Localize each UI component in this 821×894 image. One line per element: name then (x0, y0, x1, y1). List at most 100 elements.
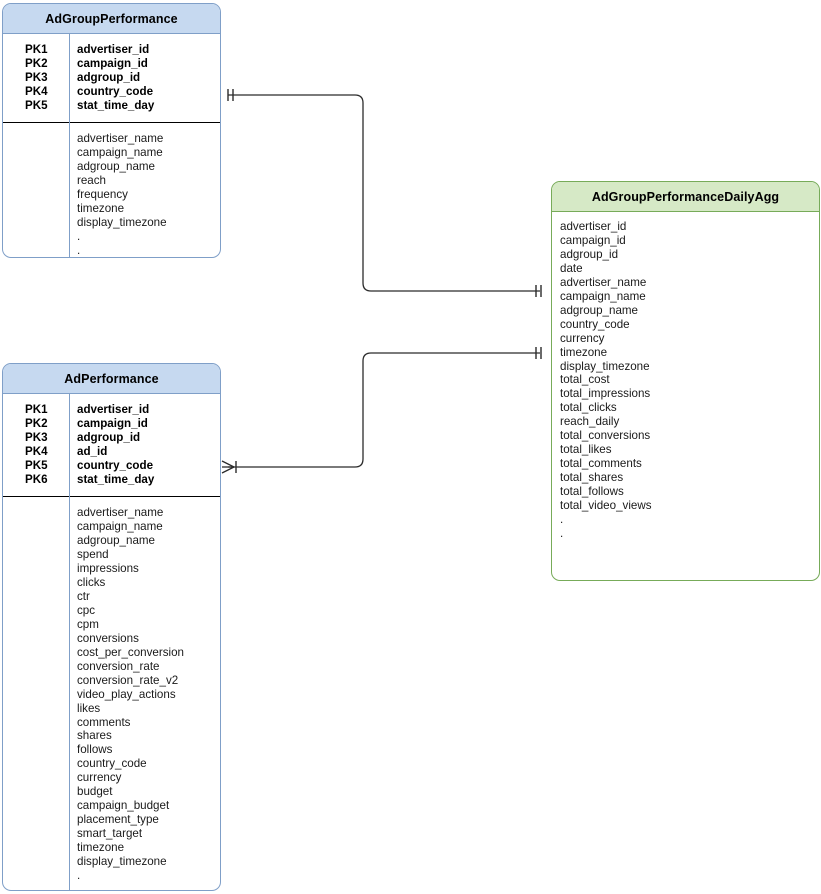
attribute-field: display_timezone (560, 359, 650, 373)
entity-title-adgroup-performance-daily-agg: AdGroupPerformanceDailyAgg (552, 182, 819, 212)
pk-field: campaign_id (77, 56, 148, 70)
attribute-field: advertiser_id (560, 220, 627, 233)
attribute-fields: advertiser_id campaign_id adgroup_id dat… (552, 212, 819, 541)
pk-field: country_code (77, 458, 154, 472)
attribute-ellipsis: . (77, 882, 81, 891)
attribute-field: smart_target (77, 827, 143, 841)
attribute-field: campaign_name (77, 520, 163, 534)
attribute-field: impressions (77, 562, 139, 576)
attribute-fields: advertiser_name campaign_name adgroup_na… (69, 132, 220, 257)
attribute-field: frequency (77, 188, 128, 202)
attribute-field: placement_type (77, 813, 159, 827)
attribute-ellipsis: . (77, 243, 81, 257)
attribute-field: total_cost (560, 373, 610, 387)
entity-body-adgroup-performance-daily-agg: advertiser_id campaign_id adgroup_id dat… (552, 212, 819, 580)
attribute-field: total_follows (560, 485, 624, 499)
primary-key-labels: PK1 PK2 PK3 PK4 PK5 (3, 43, 69, 113)
attribute-field: date (560, 261, 583, 275)
attribute-field: ctr (77, 589, 90, 603)
key-attribute-divider (3, 121, 220, 124)
cardinality-many-crowsfoot (221, 460, 235, 474)
pk-label: PK2 (25, 416, 48, 430)
attribute-field: campaign_budget (77, 799, 170, 813)
attribute-field: cpc (77, 603, 96, 617)
attribute-field: currency (560, 331, 605, 345)
attribute-field: reach (77, 174, 107, 188)
primary-key-fields: advertiser_id campaign_id adgroup_id cou… (69, 43, 220, 113)
pk-label: PK4 (25, 84, 48, 98)
attribute-field: reach_daily (560, 415, 620, 429)
pk-field: stat_time_day (77, 98, 155, 112)
attribute-ellipsis: . (560, 513, 564, 527)
attribute-fields: advertiser_name campaign_name adgroup_na… (69, 506, 220, 891)
attribute-field: cpm (77, 617, 99, 631)
attribute-field: currency (77, 771, 122, 785)
attribute-field: clicks (77, 575, 106, 589)
attribute-field: shares (77, 729, 112, 743)
pk-field: advertiser_id (77, 403, 150, 416)
attribute-field: timezone (77, 841, 125, 855)
attribute-field: comments (77, 715, 131, 729)
attribute-field: advertiser_name (77, 506, 164, 520)
attribute-field: display_timezone (77, 215, 167, 229)
attribute-field: video_play_actions (77, 687, 176, 701)
entity-body-ad-performance: PK1 PK2 PK3 PK4 PK5 PK6 advertiser_id ca… (3, 394, 220, 890)
primary-key-block: PK1 PK2 PK3 PK4 PK5 advertiser_id campai… (3, 34, 220, 122)
attribute-ellipsis: . (560, 526, 564, 540)
pk-field: campaign_id (77, 416, 148, 430)
attribute-field: likes (77, 701, 101, 715)
entity-title-adgroup-performance: AdGroupPerformance (3, 4, 220, 34)
attribute-field: cost_per_conversion (77, 645, 184, 659)
entity-adgroup-performance-daily-agg[interactable]: AdGroupPerformanceDailyAgg advertiser_id… (551, 181, 820, 581)
attribute-field: campaign_name (560, 289, 646, 303)
pk-label: PK5 (25, 98, 48, 112)
attribute-field: campaign_id (560, 233, 626, 247)
relationship-ad-to-agg (221, 347, 542, 474)
attribute-field: adgroup_name (77, 160, 155, 174)
attribute-gutter (3, 132, 69, 257)
attribute-field: spend (77, 548, 109, 562)
attribute-field: adgroup_id (560, 247, 619, 261)
pk-label: PK3 (25, 70, 48, 84)
attribute-field: conversion_rate_v2 (77, 673, 179, 687)
pk-field: ad_id (77, 444, 108, 458)
pk-label: PK1 (25, 43, 48, 56)
entity-body-adgroup-performance: PK1 PK2 PK3 PK4 PK5 advertiser_id campai… (3, 34, 220, 257)
attribute-field: follows (77, 743, 113, 757)
attribute-field: total_shares (560, 471, 624, 485)
attribute-field: country_code (560, 317, 630, 331)
attribute-field: total_likes (560, 443, 612, 457)
entity-ad-performance[interactable]: AdPerformance PK1 PK2 PK3 PK4 PK5 PK6 ad… (2, 363, 221, 891)
attribute-field: conversion_rate (77, 659, 160, 673)
attribute-field: advertiser_name (560, 275, 647, 289)
pk-field: country_code (77, 84, 154, 98)
pk-label: PK4 (25, 444, 48, 458)
primary-key-labels: PK1 PK2 PK3 PK4 PK5 PK6 (3, 403, 69, 487)
attribute-field: timezone (77, 202, 125, 216)
column-divider (69, 34, 71, 257)
attribute-ellipsis: . (77, 869, 81, 882)
attribute-field: adgroup_name (560, 303, 638, 317)
attribute-field: total_comments (560, 457, 642, 471)
attribute-block: advertiser_name campaign_name adgroup_na… (3, 497, 220, 891)
attribute-ellipsis: . (77, 229, 81, 243)
pk-field: adgroup_id (77, 430, 141, 444)
attribute-field: total_impressions (560, 387, 651, 401)
key-attribute-divider (3, 495, 220, 498)
relationship-adgroup-to-agg (227, 89, 542, 297)
attribute-field: timezone (560, 345, 608, 359)
attribute-field: total_conversions (560, 429, 651, 443)
attribute-field: advertiser_name (77, 132, 164, 146)
attribute-field: budget (77, 785, 113, 799)
attribute-field: adgroup_name (77, 534, 155, 548)
attribute-field: total_video_views (560, 499, 652, 513)
attribute-field: campaign_name (77, 146, 163, 160)
primary-key-fields: advertiser_id campaign_id adgroup_id ad_… (69, 403, 220, 487)
attribute-gutter (3, 506, 69, 890)
entity-adgroup-performance[interactable]: AdGroupPerformance PK1 PK2 PK3 PK4 PK5 a… (2, 3, 221, 258)
pk-label: PK6 (25, 472, 48, 486)
pk-field: advertiser_id (77, 43, 150, 56)
primary-key-block: PK1 PK2 PK3 PK4 PK5 PK6 advertiser_id ca… (3, 394, 220, 496)
entity-title-ad-performance: AdPerformance (3, 364, 220, 394)
